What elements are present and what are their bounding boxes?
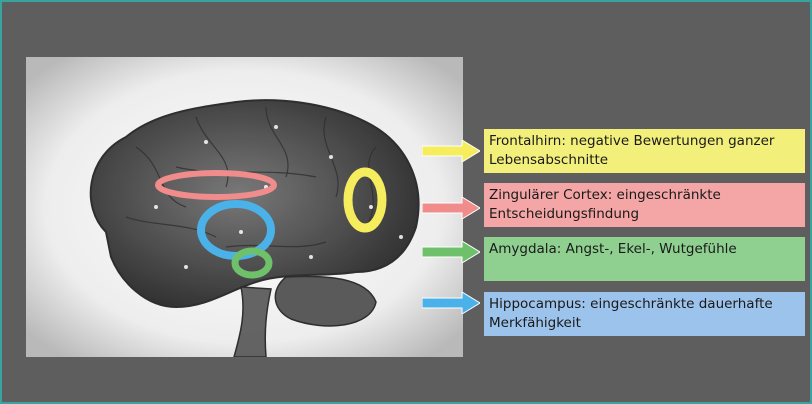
- brain-illustration: [26, 57, 463, 357]
- label-hippocampus-text: Hippocampus: eingeschränkte dauerhafte M…: [489, 296, 773, 331]
- label-frontal-text: Frontalhirn: negative Bewertungen ganzer…: [489, 133, 774, 168]
- label-frontal: Frontalhirn: negative Bewertungen ganzer…: [484, 129, 805, 173]
- arrow-hippocampus: [422, 292, 480, 314]
- label-cingulate-text: Zingulärer Cortex: eingeschränkte Entsch…: [489, 187, 721, 222]
- arrow-cingulate: [422, 197, 480, 219]
- label-amygdala: Amygdala: Angst-, Ekel-, Wutgefühle: [484, 237, 805, 281]
- label-hippocampus: Hippocampus: eingeschränkte dauerhafte M…: [484, 292, 805, 336]
- arrow-amygdala: [422, 241, 480, 263]
- label-amygdala-text: Amygdala: Angst-, Ekel-, Wutgefühle: [489, 241, 737, 257]
- arrow-frontal: [422, 140, 480, 162]
- label-cingulate: Zingulärer Cortex: eingeschränkte Entsch…: [484, 183, 805, 227]
